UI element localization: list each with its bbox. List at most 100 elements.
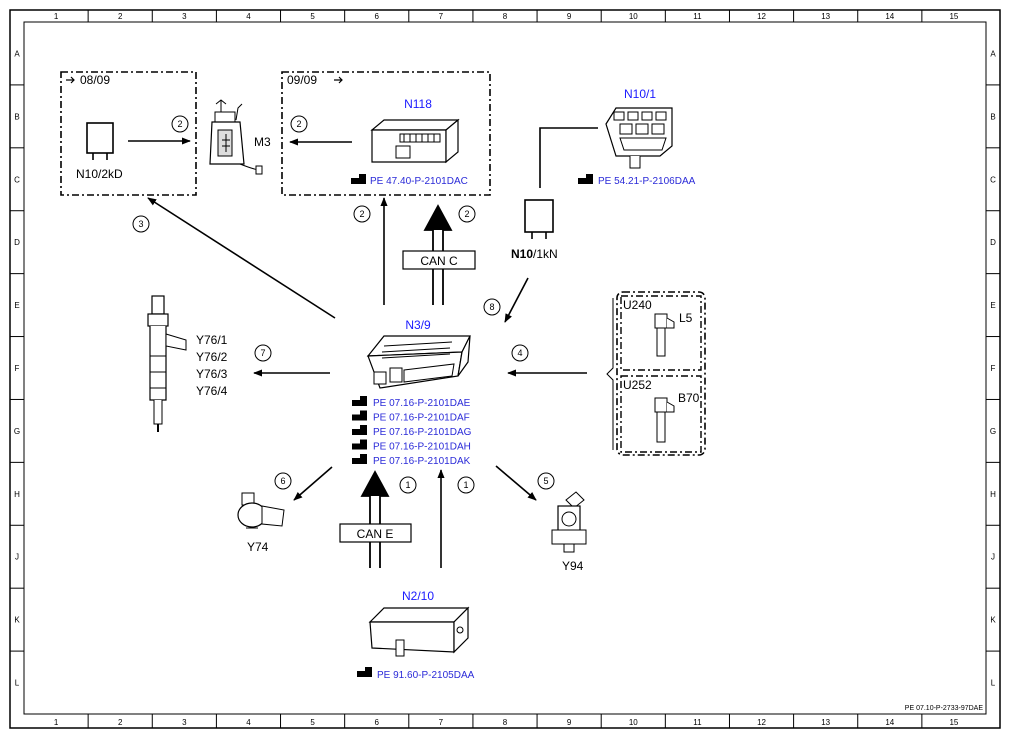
svg-text:6: 6 [280,476,285,486]
pointing-hand-icon [352,439,367,450]
grid-row-label: A [14,49,20,58]
signal-circle: 2 [171,115,189,133]
n2-10-ref-link[interactable]: PE 91.60-P-2105DAA [357,667,475,681]
left-box-note: 08/09 [80,73,110,87]
line-n10kn-to-n3 [504,277,529,323]
drawing-frame [9,9,1001,729]
n3-9-ref-link[interactable]: PE 07.16-P-2101DAK [352,454,471,467]
grid-col-label: 6 [375,12,380,21]
sensor-l5-icon [654,313,675,357]
line-n3-to-y94 [495,465,537,501]
grid-col-label: 15 [949,718,958,727]
signal-circle: 5 [537,472,555,490]
grid-row-label: F [15,364,20,373]
grid-row-label: B [14,112,19,121]
n118-ref-link[interactable]: PE 47.40-P-2101DAC [351,174,468,187]
n10-1-label: N10/1 [624,87,656,101]
signal-circle: 7 [254,344,272,362]
grid-row-label: L [15,679,20,688]
u240-box [620,295,702,371]
l5-label: L5 [679,311,693,325]
n3-9-ref-link[interactable]: PE 07.16-P-2101DAE [352,396,471,409]
signal-circle: 1 [457,476,475,494]
svg-text:8: 8 [489,302,494,312]
n118-label: N118 [404,97,432,111]
sensor-group-brace [606,298,614,450]
relay-n10-2kd-icon [86,122,114,160]
n10-1-ref-link[interactable]: PE 54.21-P-2106DAA [578,174,696,187]
y76-1-label: Y76/1 [196,333,228,347]
engine-control-unit-n3-9-icon [366,335,471,389]
control-unit-n10-1-icon [605,107,673,169]
grid-col-label: 7 [439,718,444,727]
svg-text:2: 2 [296,119,301,129]
grid-row-label: L [991,679,996,688]
svg-text:2: 2 [177,119,182,129]
grid-col-label: 8 [503,718,508,727]
grid-col-label: 2 [118,718,123,727]
signal-circle: 2 [290,115,308,133]
control-unit-n2-10-icon [368,606,470,657]
grid-row-label: E [14,301,19,310]
svg-text:PE 54.21-P-2106DAA: PE 54.21-P-2106DAA [598,176,696,187]
line-n3-to-left-box [147,197,336,319]
u240-label: U240 [623,298,652,312]
grid-row-label: J [15,553,19,562]
grid-col-label: 3 [182,718,187,727]
svg-text:7: 7 [260,348,265,358]
svg-text:2: 2 [464,209,469,219]
pointing-hand-icon [351,174,366,184]
n10-2kd-label: N10/2kD [76,167,123,181]
signal-circle: 3 [132,215,150,233]
m3-label: M3 [254,135,271,149]
pointing-hand-icon [578,174,593,184]
grid-col-label: 3 [182,12,187,21]
n118-box-note: 09/09 [287,73,317,87]
grid-row-label: K [990,616,996,625]
grid-row-label: H [14,490,20,499]
can-e-label: CAN E [357,527,394,541]
u252-label: U252 [623,378,652,392]
arrow-right-icon [66,76,75,84]
sensor-group-box [616,291,706,456]
n3-9-ref-link[interactable]: PE 07.16-P-2101DAG [352,425,472,438]
svg-text:PE 91.60-P-2105DAA: PE 91.60-P-2105DAA [377,670,475,681]
grid-col-label: 6 [375,718,380,727]
grid-col-label: 12 [757,12,766,21]
svg-text:3: 3 [138,219,143,229]
signal-circle: 6 [274,472,292,490]
y76-4-label: Y76/4 [196,384,228,398]
grid-col-label: 15 [949,12,958,21]
n10-1kn-label: N10/1kN [511,247,558,261]
n3-9-ref-link[interactable]: PE 07.16-P-2101DAH [352,439,471,453]
signal-circle: 2 [353,205,371,223]
signal-circle: 8 [483,298,501,316]
grid-row-label: K [14,616,20,625]
fuel-pump-m3-icon [209,99,263,175]
document-id: PE 07.10-P-2733-97DAE [905,705,984,712]
signal-circle: 1 [399,476,417,494]
grid-row-label: F [991,364,996,373]
line-n10kn-to-n10-1 [539,127,598,188]
svg-text:PE 07.16-P-2101DAH: PE 07.16-P-2101DAH [373,442,471,453]
pressure-regulator-y74-icon [237,492,285,529]
left-group-box [60,71,197,196]
grid-col-label: 4 [246,718,251,727]
line-n3-to-y74 [293,466,333,501]
grid-row-label: G [14,427,20,436]
y74-label: Y74 [247,540,269,554]
grid-row-label: E [990,301,995,310]
signal-circle: 2 [458,205,476,223]
grid-col-label: 10 [629,718,638,727]
n3-9-ref-link[interactable]: PE 07.16-P-2101DAF [352,410,470,424]
pointing-hand-icon [352,454,367,464]
svg-text:PE 47.40-P-2101DAC: PE 47.40-P-2101DAC [370,176,468,187]
grid-col-label: 9 [567,12,572,21]
n2-10-label: N2/10 [402,589,434,603]
